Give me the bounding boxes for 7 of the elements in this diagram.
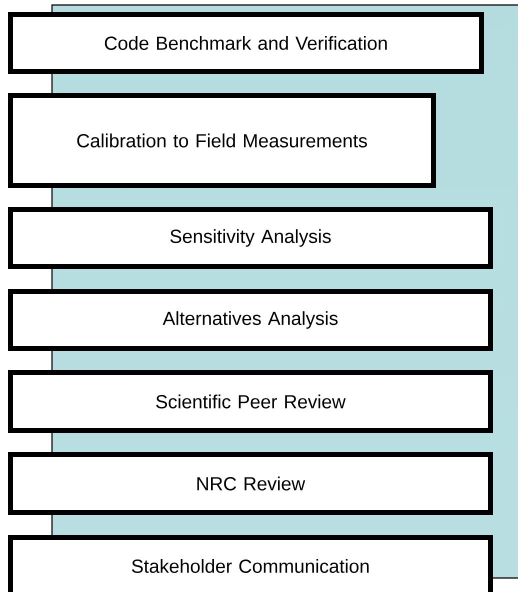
step-box: Alternatives Analysis — [8, 289, 493, 351]
step-box: Sensitivity Analysis — [8, 207, 493, 269]
step-box: Calibration to Field Measurements — [8, 93, 436, 188]
step-box: Stakeholder Communication — [8, 535, 493, 592]
step-box: NRC Review — [8, 452, 493, 515]
step-box: Code Benchmark and Verification — [8, 12, 484, 74]
step-box: Scientific Peer Review — [8, 370, 493, 433]
